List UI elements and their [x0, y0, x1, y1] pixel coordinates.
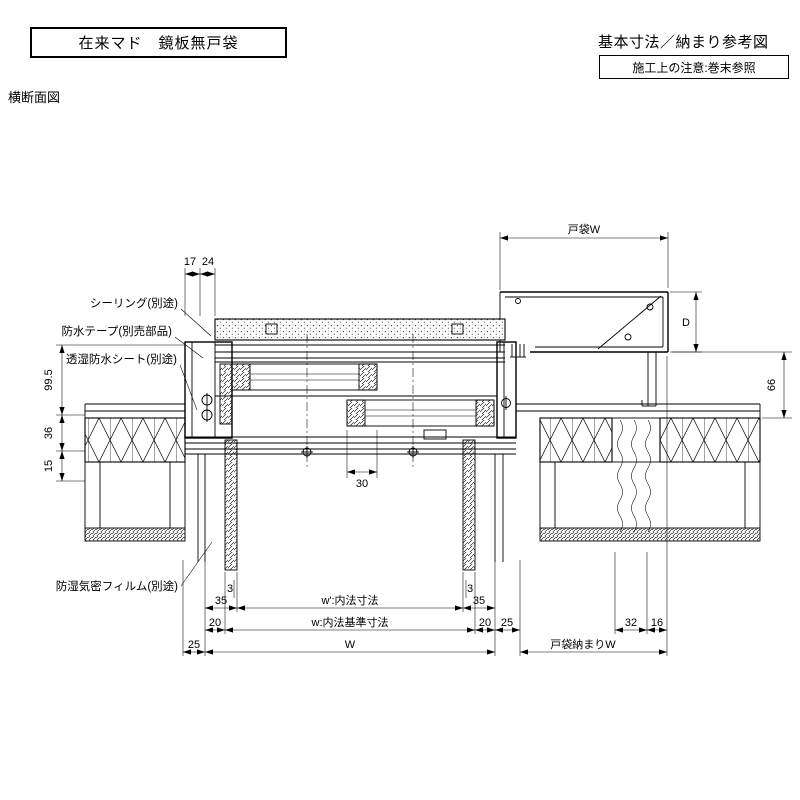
- pocket-vent-comb: [510, 344, 526, 358]
- dim-24: 24: [202, 256, 214, 268]
- dim-D-group: D: [670, 291, 702, 353]
- dim-20-right: 20: [479, 617, 491, 629]
- interior-casing-right: [494, 454, 504, 562]
- dim-3-right: 3: [467, 583, 473, 595]
- right-jamb-frame: [496, 341, 517, 439]
- dim-W: W: [345, 639, 356, 651]
- sliding-sash-inner: [346, 399, 495, 440]
- view-label: 横断面図: [8, 90, 61, 105]
- window-frame: [184, 318, 517, 571]
- pocket-mouth-trim: [641, 352, 657, 407]
- dim-17: 17: [184, 256, 196, 268]
- callout-sealing: シーリング(別途): [90, 296, 178, 310]
- dim-25-right: 25: [501, 617, 513, 629]
- dim-35-right: 35: [473, 595, 485, 607]
- callout-vapor-barrier-film: 防湿気密フィルム(別途): [56, 579, 178, 593]
- dim-16: 16: [651, 617, 663, 629]
- dim-D: D: [682, 317, 690, 329]
- dim-row-w-prime: 35 w':内法寸法 35: [205, 593, 495, 611]
- dim-tobukuro-w-group: 戸袋W: [499, 222, 669, 290]
- bottom-extension-lines: [182, 356, 668, 656]
- dim-15: 15: [43, 460, 55, 472]
- dim-w-prime: w':内法寸法: [320, 593, 378, 607]
- right-wall-framing-hatch: [539, 417, 613, 463]
- construction-note-box: 施工上の注意:巻末参照: [599, 55, 789, 79]
- dim-row-W: 25 W 戸袋納まりW: [183, 637, 667, 655]
- left-wall-interior-board: [84, 527, 186, 542]
- sliding-sash-outer: [231, 363, 378, 391]
- dim-66: 66: [766, 379, 778, 391]
- reference-title: 基本寸法／納まり参考図: [598, 34, 769, 51]
- dim-left-chain: 99.5 36 15: [43, 344, 185, 482]
- dim-tobukuro-w: 戸袋W: [568, 222, 601, 236]
- sill: [185, 436, 516, 455]
- sill-anchor-icon: [407, 446, 419, 458]
- dim-32: 32: [625, 617, 637, 629]
- dim-17-24-group: 17 24: [184, 256, 216, 316]
- dim-20-left: 20: [209, 617, 221, 629]
- drawing-title-box: 在来マド 鏡板無戸袋: [30, 27, 287, 58]
- dim-25-left: 25: [188, 639, 200, 651]
- pocket-brace: [597, 295, 662, 350]
- dim-3-left: 3: [227, 583, 233, 595]
- drawing-title: 在来マド 鏡板無戸袋: [78, 35, 239, 52]
- right-wall-framing-hatch-2: [659, 417, 761, 463]
- dim-35-left: 35: [215, 595, 227, 607]
- right-wall: [516, 403, 761, 542]
- sill-anchor-icon: [301, 446, 313, 458]
- left-door-stop: [224, 439, 238, 571]
- construction-note: 施工上の注意:巻末参照: [632, 60, 756, 75]
- insulation-squiggles: [617, 419, 651, 533]
- right-door-stop: [462, 439, 476, 571]
- interior-casing-left: [197, 454, 206, 562]
- pocket-screw-icon: [624, 333, 632, 341]
- dim-99-5: 99.5: [43, 369, 55, 390]
- callout-leaders: [174, 308, 213, 587]
- dim-30: 30: [356, 478, 368, 490]
- dim-tobukuro-osamari-w: 戸袋納まりW: [550, 637, 616, 651]
- left-wall: [84, 403, 186, 542]
- pocket-screw-icon: [515, 298, 521, 304]
- dim-row-w-std: 20 w:内法基準寸法 20 25 32 16: [205, 615, 667, 633]
- exterior-finish-band: [214, 318, 506, 341]
- pocket-screw-icon: [646, 303, 654, 311]
- left-wall-framing-hatch: [84, 417, 186, 463]
- dim-30-group: 30: [346, 430, 378, 490]
- sash-roller: [423, 429, 447, 440]
- callout-waterproof-tape: 防水テープ(別売部品): [62, 324, 173, 338]
- door-pocket: [499, 291, 669, 407]
- centerlines: [301, 334, 419, 470]
- right-wall-interior-board: [539, 527, 761, 542]
- dim-66-group: 66: [672, 351, 792, 419]
- callout-breathable-sheet: 透湿防水シート(別途): [66, 352, 177, 366]
- dim-w-std: w:内法基準寸法: [311, 615, 389, 629]
- dim-36: 36: [43, 427, 55, 439]
